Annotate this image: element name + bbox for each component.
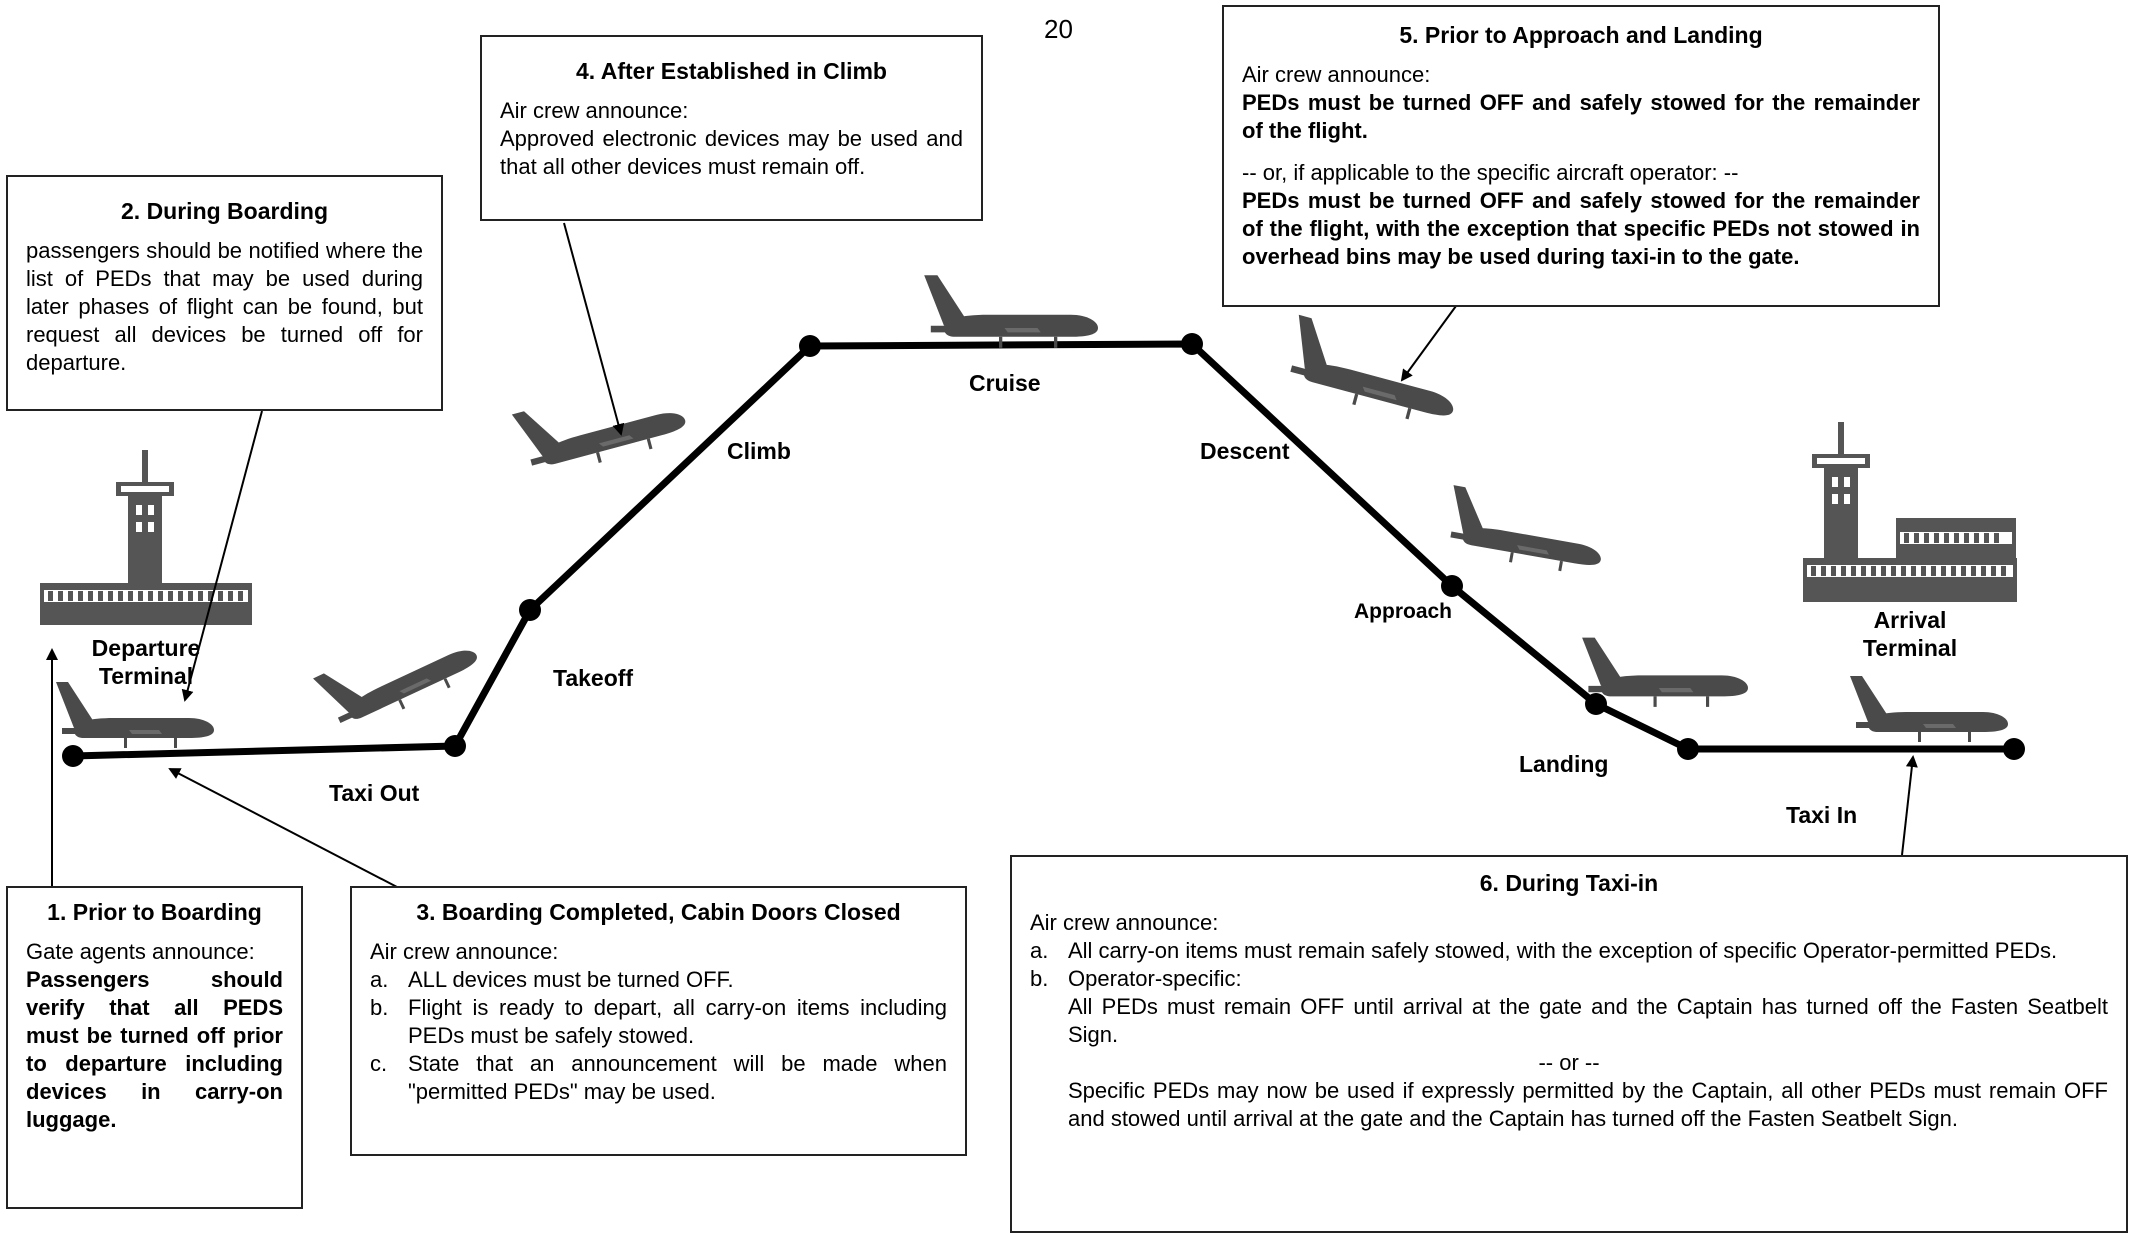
box-during-boarding: 2. During Boarding passengers should be … bbox=[6, 175, 443, 411]
node-takeoff bbox=[444, 735, 466, 757]
box-doors-closed-item-label: a. bbox=[370, 967, 389, 992]
box-taxi-in-item-b-text1: All PEDs must remain OFF until arrival a… bbox=[1068, 994, 2108, 1047]
box-prior-boarding-intro: Gate agents announce: bbox=[26, 939, 255, 964]
box-doors-closed: 3. Boarding Completed, Cabin Doors Close… bbox=[350, 886, 967, 1156]
box-approach-landing-title: 5. Prior to Approach and Landing bbox=[1399, 22, 1763, 48]
aircraft-takeoff bbox=[313, 611, 485, 739]
box-taxi-in-item-a-label: a. bbox=[1030, 938, 1049, 963]
box-prior-boarding-title: 1. Prior to Boarding bbox=[47, 899, 262, 925]
phase-label-approach: Approach bbox=[1354, 600, 1453, 623]
node-cruise-start bbox=[799, 335, 821, 357]
arrival-terminal-label-line1: Arrival bbox=[1873, 607, 1947, 633]
node-gate-departure bbox=[62, 745, 84, 767]
node-cruise-end bbox=[1181, 333, 1203, 355]
arrival-terminal-icon bbox=[1803, 422, 2017, 602]
box-doors-closed-item-text: Flight is ready to depart, all carry-on … bbox=[408, 995, 947, 1048]
box-taxi-in-item-a-text: All carry-on items must remain safely st… bbox=[1068, 938, 2058, 963]
box-taxi-in-title: 6. During Taxi-in bbox=[1479, 870, 1659, 896]
box-taxi-in-or: -- or -- bbox=[1538, 1050, 1600, 1075]
phase-label-climb: Climb bbox=[727, 438, 791, 464]
box-taxi-in-item-b-text2: Specific PEDs may now be used if express… bbox=[1068, 1078, 2108, 1131]
departure-terminal-label: Departure Terminal bbox=[86, 634, 206, 690]
box-climb-intro: Air crew announce: bbox=[500, 98, 689, 123]
box-doors-closed-item-label: b. bbox=[370, 995, 389, 1020]
box-doors-closed-item-text: State that an announcement will be made … bbox=[408, 1051, 947, 1104]
node-touchdown bbox=[1677, 738, 1699, 760]
phase-label-takeoff: Takeoff bbox=[553, 665, 634, 691]
arrow-doors-closed bbox=[168, 768, 398, 888]
departure-terminal-label-line1: Departure bbox=[91, 635, 201, 661]
box-prior-boarding-bold: Passengers should verify that all PEDS m… bbox=[26, 967, 283, 1132]
box-approach-landing-bold1: PEDs must be turned OFF and safely stowe… bbox=[1242, 90, 1920, 143]
node-climb-start bbox=[519, 599, 541, 621]
aircraft-approach bbox=[1442, 485, 1610, 578]
box-doors-closed-item-label: c. bbox=[370, 1051, 388, 1076]
aircraft-gate-departure bbox=[56, 682, 214, 748]
box-doors-closed-intro: Air crew announce: bbox=[370, 939, 559, 964]
aircraft-gate-arrival bbox=[1850, 676, 2008, 742]
box-taxi-in-intro: Air crew announce: bbox=[1030, 910, 1219, 935]
arrow-during-boarding bbox=[181, 410, 263, 702]
phase-label-taxi-out: Taxi Out bbox=[329, 780, 420, 806]
phase-label-taxi-in: Taxi In bbox=[1786, 802, 1858, 828]
aircraft-cruise bbox=[924, 275, 1098, 348]
node-landing bbox=[1585, 693, 1607, 715]
departure-terminal-icon bbox=[40, 450, 252, 625]
box-doors-closed-item: c. State that an announcement will be ma… bbox=[370, 1050, 947, 1106]
box-taxi-in-item-a: a. All carry-on items must remain safely… bbox=[1030, 937, 2108, 965]
aircraft-descent bbox=[1279, 314, 1467, 430]
box-climb-text: Approved electronic devices may be used … bbox=[500, 126, 963, 179]
box-taxi-in-item-b-text: Operator-specific: bbox=[1068, 966, 1242, 991]
box-doors-closed-item: a. ALL devices must be turned OFF. bbox=[370, 966, 947, 994]
box-during-boarding-title: 2. During Boarding bbox=[121, 198, 328, 224]
aircraft-landing bbox=[1582, 637, 1748, 707]
box-climb-title: 4. After Established in Climb bbox=[576, 58, 887, 84]
box-prior-boarding: 1. Prior to Boarding Gate agents announc… bbox=[6, 886, 303, 1209]
arrow-approach-landing bbox=[1400, 305, 1457, 382]
box-doors-closed-item: b. Flight is ready to depart, all carry-… bbox=[370, 994, 947, 1050]
node-gate-arrival bbox=[2003, 738, 2025, 760]
box-climb: 4. After Established in Climb Air crew a… bbox=[480, 35, 983, 221]
box-doors-closed-title: 3. Boarding Completed, Cabin Doors Close… bbox=[416, 899, 901, 925]
phase-label-landing: Landing bbox=[1519, 751, 1609, 777]
arrival-terminal-label: Arrival Terminal bbox=[1850, 606, 1970, 662]
box-doors-closed-item-text: ALL devices must be turned OFF. bbox=[408, 967, 734, 992]
phase-label-descent: Descent bbox=[1200, 438, 1290, 464]
box-approach-landing-alt: -- or, if applicable to the specific air… bbox=[1242, 160, 1739, 185]
page-number: 20 bbox=[1044, 14, 1073, 44]
box-approach-landing-intro: Air crew announce: bbox=[1242, 62, 1431, 87]
aircraft-climb bbox=[511, 371, 691, 482]
departure-terminal-label-line2: Terminal bbox=[98, 663, 194, 689]
box-taxi-in-item-b: b. Operator-specific: bbox=[1030, 965, 2108, 993]
box-during-boarding-text: passengers should be notified where the … bbox=[26, 238, 423, 375]
box-approach-landing: 5. Prior to Approach and Landing Air cre… bbox=[1222, 5, 1940, 307]
arrow-climb bbox=[563, 222, 625, 436]
node-approach bbox=[1441, 575, 1463, 597]
arrival-terminal-label-line2: Terminal bbox=[1862, 635, 1958, 661]
box-taxi-in: 6. During Taxi-in Air crew announce: a. … bbox=[1010, 855, 2128, 1233]
box-taxi-in-item-b-label: b. bbox=[1030, 966, 1049, 991]
box-approach-landing-bold2: PEDs must be turned OFF and safely stowe… bbox=[1242, 188, 1920, 269]
phase-label-cruise: Cruise bbox=[969, 370, 1041, 396]
flight-path-nodes bbox=[62, 333, 2025, 767]
arrow-taxi-in bbox=[1901, 755, 1918, 856]
